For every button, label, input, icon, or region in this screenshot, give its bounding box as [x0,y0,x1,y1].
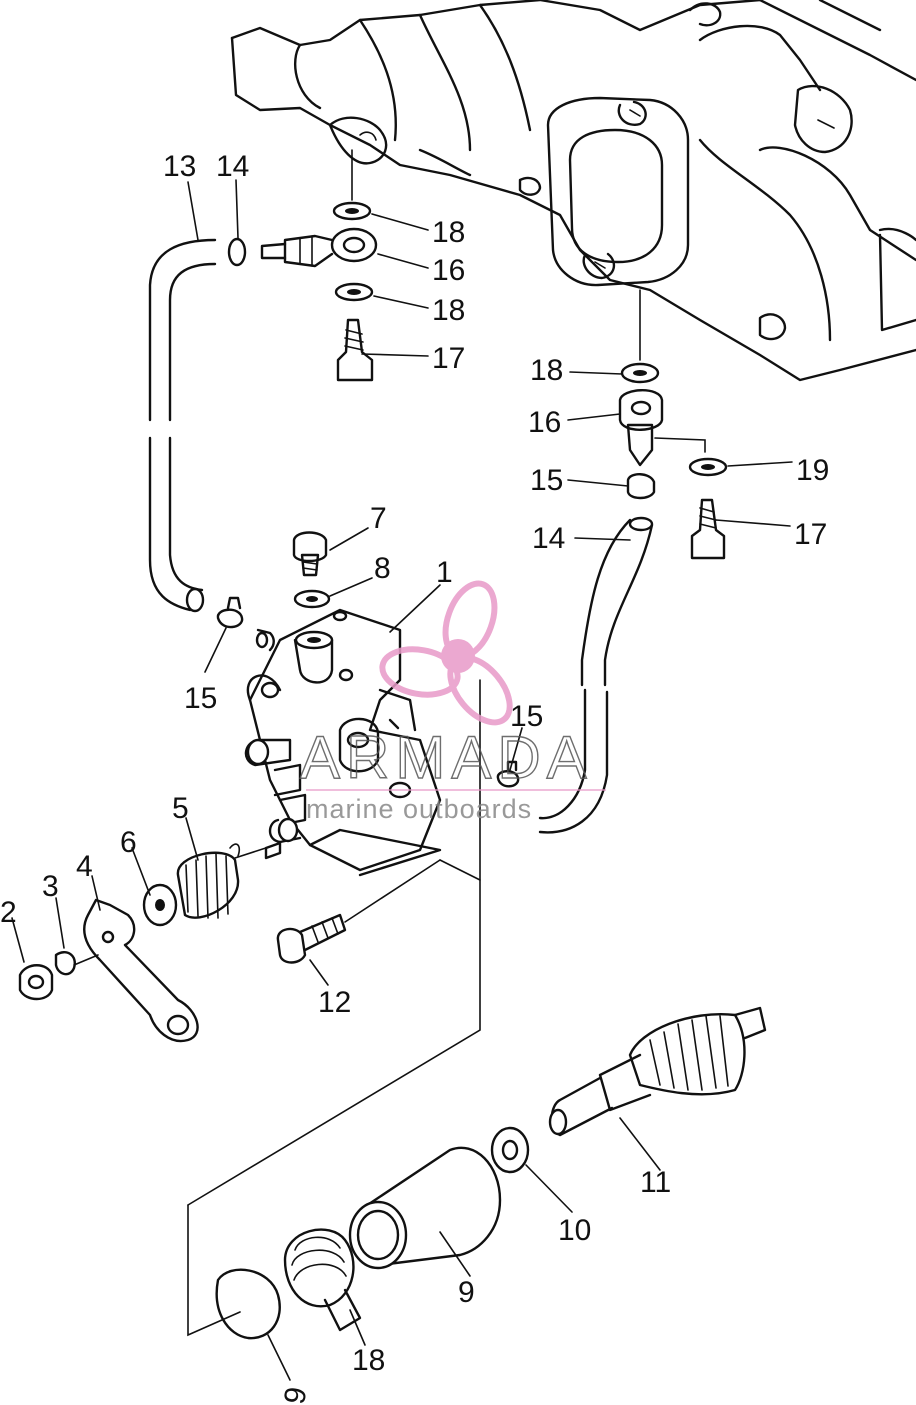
callout-15: 15 [530,464,563,497]
callout-7: 7 [370,502,387,535]
callout-4: 4 [76,850,93,883]
callout-15: 14 [216,150,249,183]
callout-17: 17 [432,342,465,375]
callout-13: 12 [318,986,351,1019]
callout-14: 14 [532,522,565,555]
callout-19: 18 [352,1344,385,1377]
watermark-title: ARMADA [300,724,593,791]
callout-15: 15 [510,700,543,733]
callout-labels: 18 16 18 17 13 14 18 16 15 14 19 17 7 8 … [0,150,829,1405]
callout-14: 13 [163,150,196,183]
callout-5: 5 [172,792,189,825]
callout-18: 18 [432,294,465,327]
callout-10: 9 [458,1276,475,1309]
callout-18: 18 [432,216,465,249]
bolt-and-washer [292,531,331,609]
callout-3: 3 [42,870,59,903]
hose-clamps [216,596,520,788]
drive-shaft-parts [187,679,767,1340]
callout-18: 18 [530,354,563,387]
engine-block [230,0,916,382]
callout-2: 2 [0,896,17,929]
callout-12: 11 [640,1166,671,1199]
oil-pump-body [244,608,442,877]
callout-8: 8 [374,552,391,585]
leader-lines [11,179,793,1381]
lever-assembly [18,843,276,1043]
callout-16: 16 [432,254,465,287]
callout-17: 17 [794,518,827,551]
callout-11: 10 [558,1214,591,1247]
mounting-bolt [276,859,441,964]
hose-right [538,516,654,834]
banjo-fitting-left [227,201,378,382]
hose-left [148,238,217,613]
watermark-subtitle: marine outboards [306,794,532,824]
callout-15: 15 [184,682,217,715]
callout-1: 1 [436,556,453,589]
banjo-fitting-right [618,362,728,560]
callout-6: 6 [120,826,137,859]
armada-logo-watermark: ARMADA marine outboards [299,580,606,824]
callout-18: 19 [796,454,829,487]
propeller-logo-icon [379,580,513,726]
callout-16: 16 [528,406,561,439]
callout-9: 9 [278,1385,313,1405]
